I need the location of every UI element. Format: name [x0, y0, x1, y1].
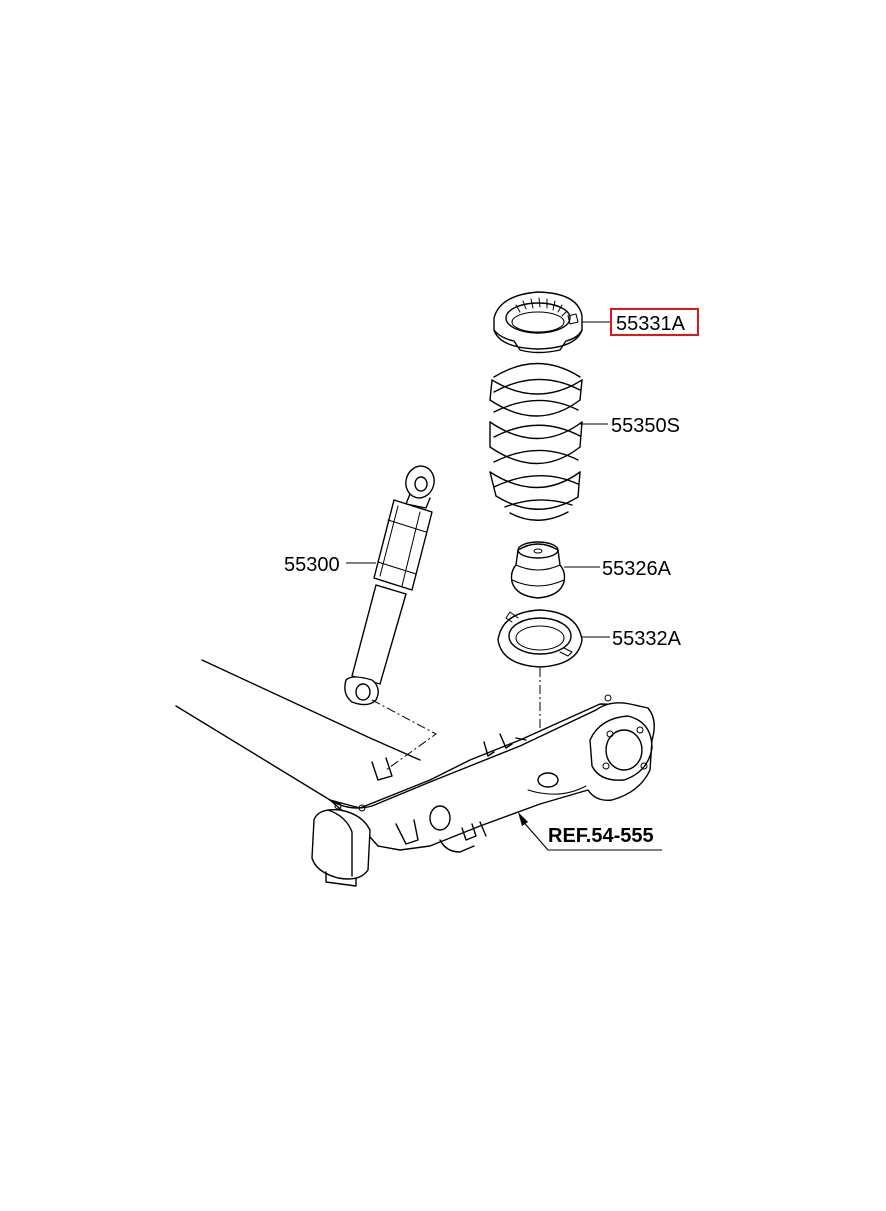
part-label-55331a[interactable]: 55331A	[616, 313, 686, 335]
shock-absorber[interactable]	[344, 463, 438, 706]
part-label-55350s[interactable]: 55350S	[611, 415, 680, 437]
part-label-55332a[interactable]: 55332A	[612, 628, 682, 650]
reference-callout[interactable]: REF.54-555	[518, 812, 662, 851]
highlight-box	[610, 308, 699, 336]
bumper-stopper[interactable]	[510, 541, 566, 599]
coil-spring[interactable]	[489, 362, 583, 521]
part-label-55300[interactable]: 55300	[284, 554, 340, 576]
upper-spring-pad[interactable]	[493, 291, 583, 354]
part-label-55326a[interactable]: 55326A	[602, 558, 672, 580]
torsion-beam-axle[interactable]	[175, 659, 655, 887]
lower-spring-pad[interactable]	[497, 609, 583, 668]
ref-label[interactable]: REF.54-555	[548, 825, 654, 847]
